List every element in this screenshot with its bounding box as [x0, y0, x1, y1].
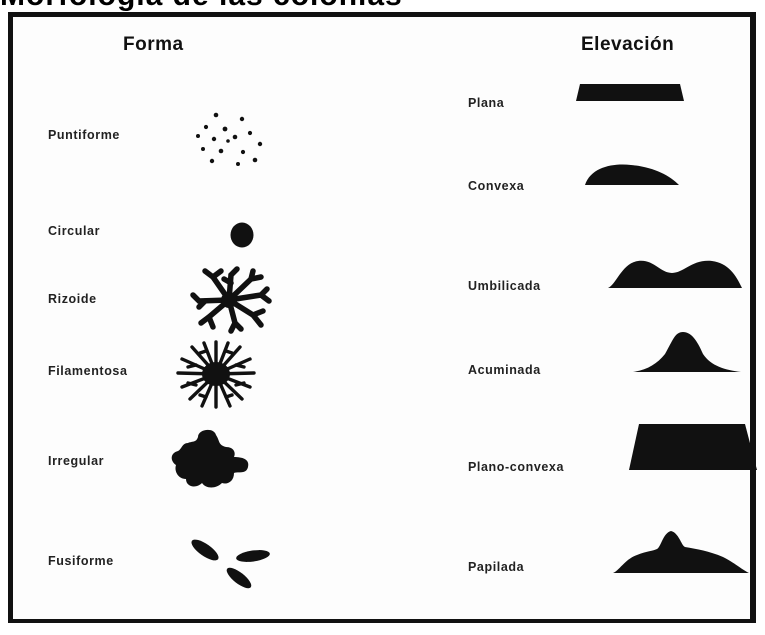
- forma-heading: Forma: [123, 34, 184, 56]
- rizoide-shape-icon: [191, 267, 273, 333]
- forma-label-puntiforme: Puntiforme: [48, 128, 120, 142]
- filamentosa-shape-icon: [176, 339, 256, 409]
- forma-label-filamentosa: Filamentosa: [48, 364, 128, 378]
- convexa-profile-icon: [583, 157, 683, 189]
- plano-convexa-profile-icon: [629, 422, 759, 472]
- irregular-shape-icon: [168, 427, 256, 491]
- elevacion-label-plano-convexa: Plano-convexa: [468, 460, 564, 474]
- elevacion-label-umbilicada: Umbilicada: [468, 279, 541, 293]
- fusiforme-shape-icon: [183, 532, 273, 597]
- forma-label-circular: Circular: [48, 224, 100, 238]
- forma-label-fusiforme: Fusiforme: [48, 554, 114, 568]
- elevacion-label-plana: Plana: [468, 96, 504, 110]
- elevacion-heading: Elevación: [581, 34, 674, 56]
- puntiforme-shape-icon: [188, 107, 278, 172]
- circular-shape-icon: [229, 221, 255, 249]
- forma-label-irregular: Irregular: [48, 454, 104, 468]
- umbilicada-profile-icon: [608, 255, 744, 291]
- elevacion-label-acuminada: Acuminada: [468, 363, 541, 377]
- forma-label-rizoide: Rizoide: [48, 292, 97, 306]
- elevacion-label-convexa: Convexa: [468, 179, 524, 193]
- acuminada-profile-icon: [633, 330, 743, 376]
- elevacion-label-papilada: Papilada: [468, 560, 524, 574]
- papilada-profile-icon: [613, 527, 753, 577]
- figure-frame: Forma Elevación Puntiforme Circular Rizo…: [8, 12, 756, 623]
- plana-profile-icon: [576, 83, 686, 105]
